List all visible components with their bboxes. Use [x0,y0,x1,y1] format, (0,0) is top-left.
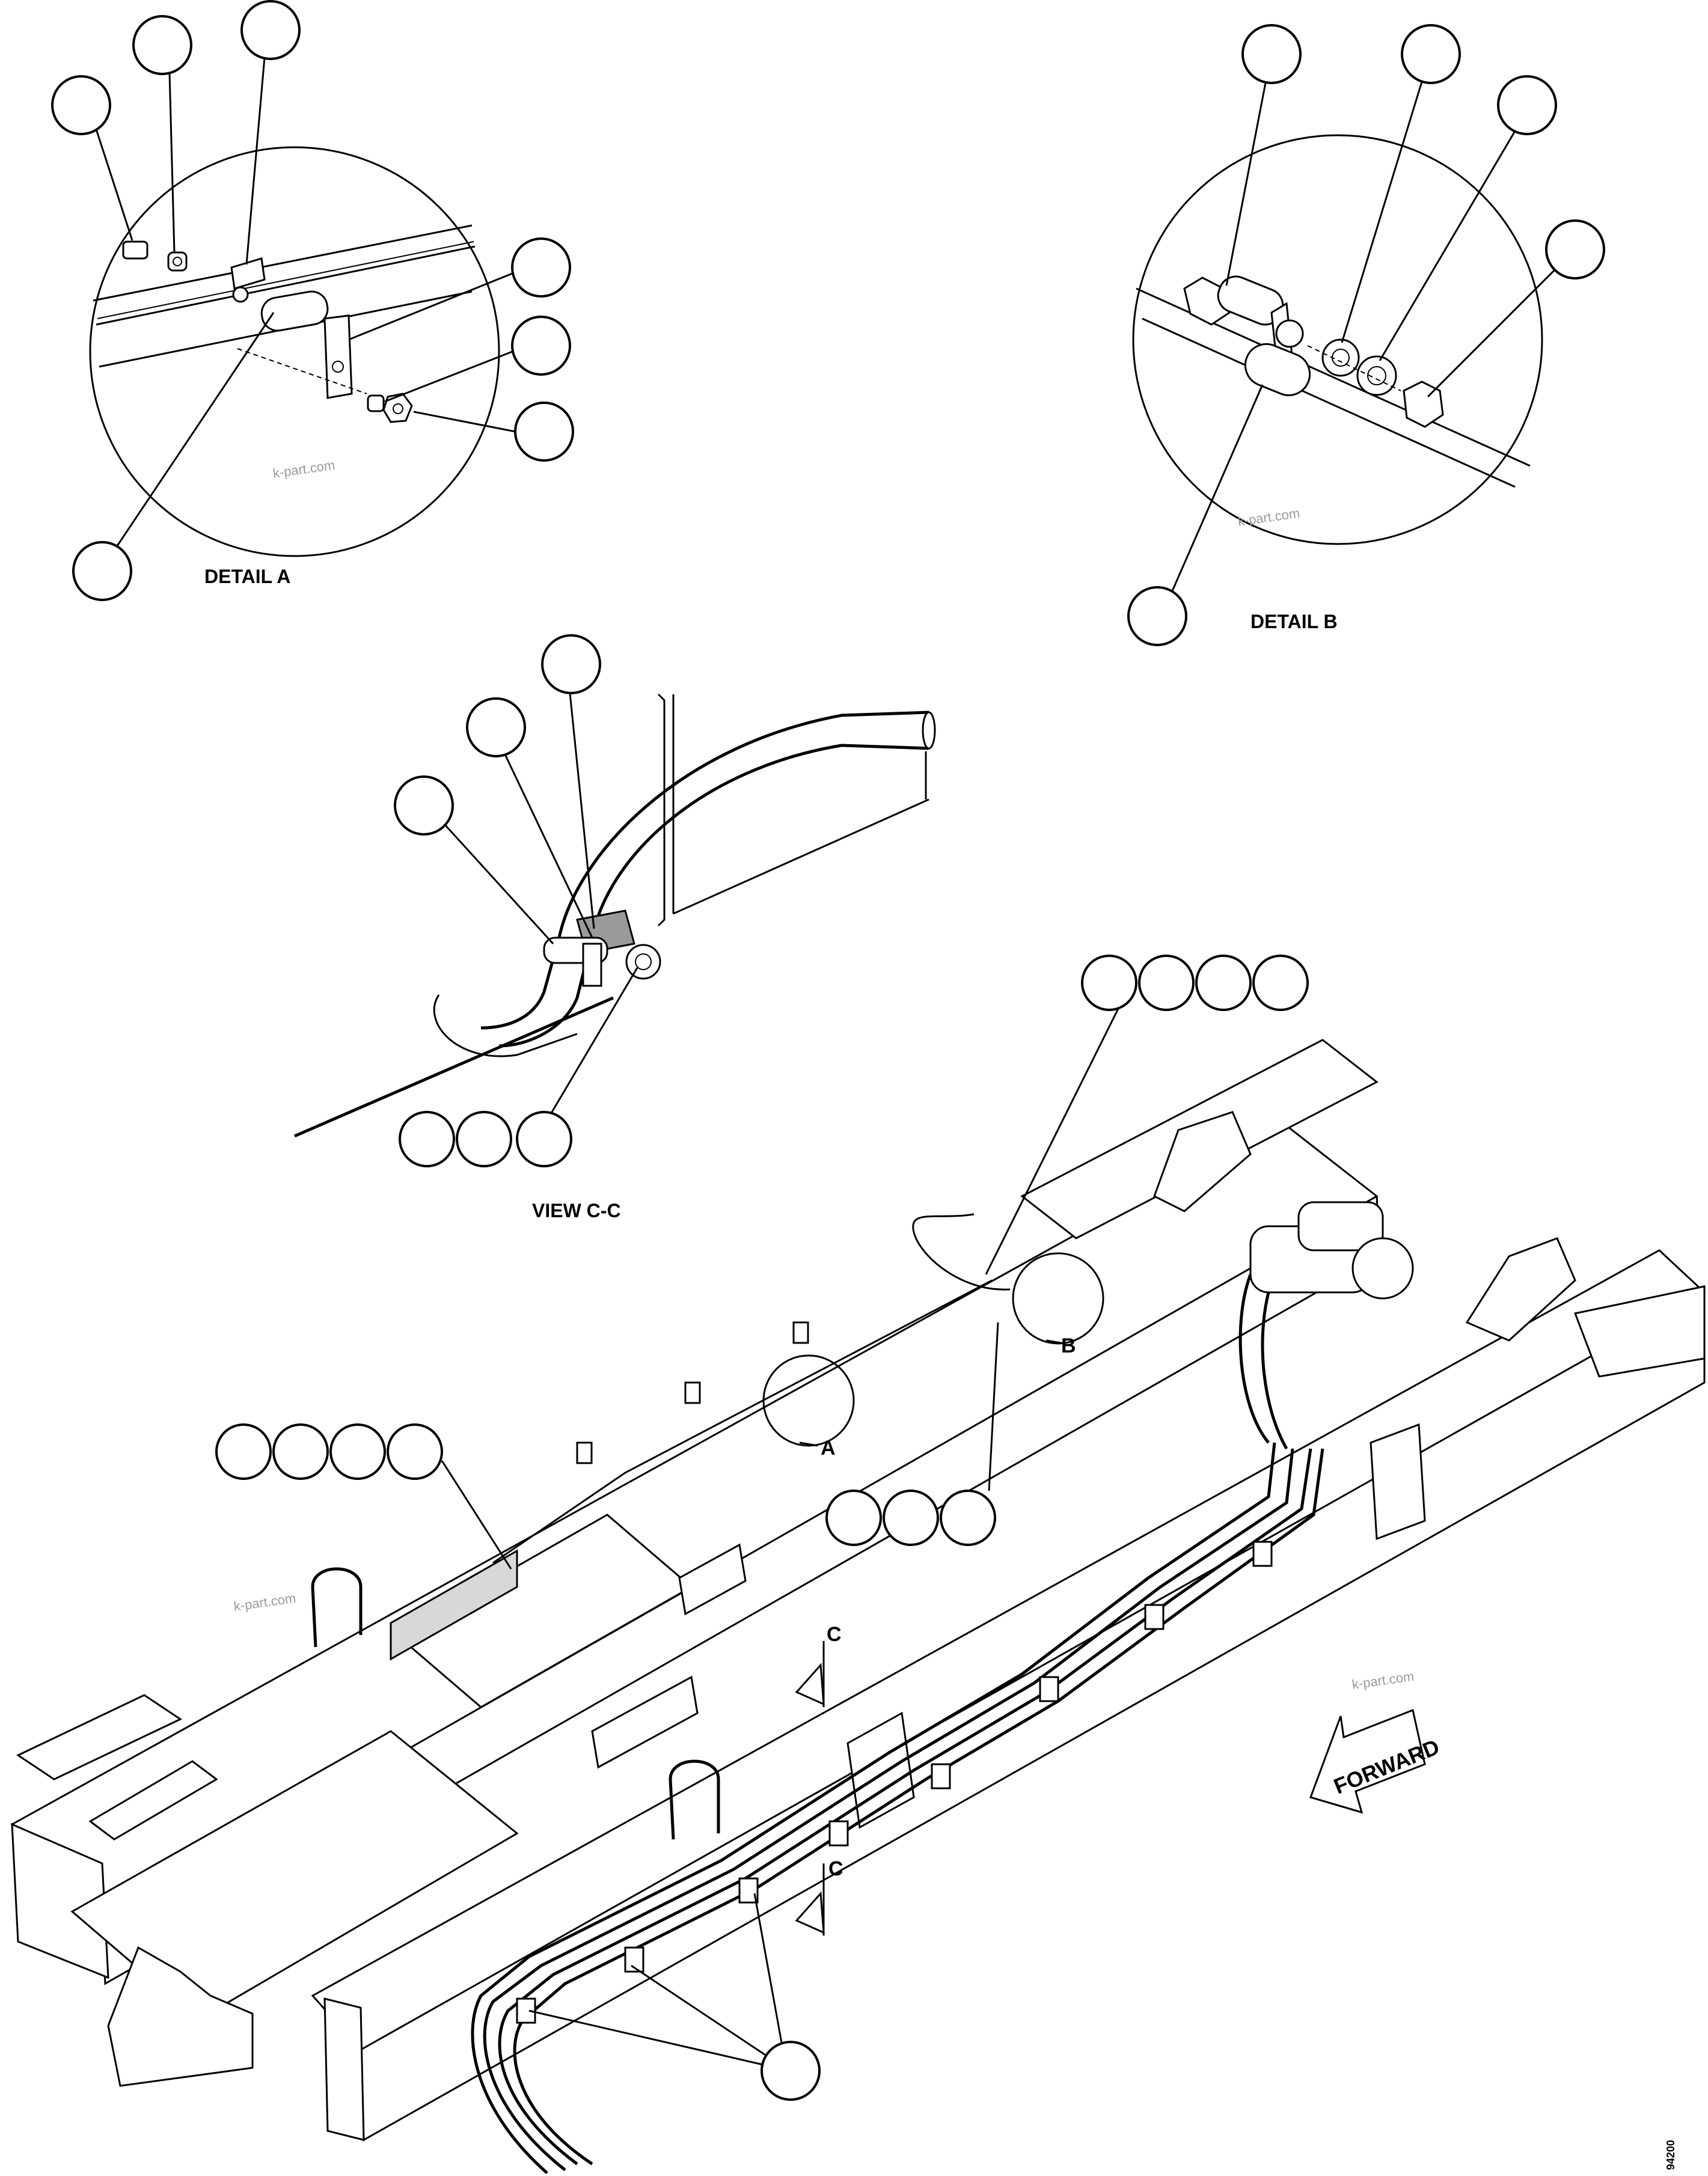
balloon [511,237,571,298]
view-c-c: VIEW C-C [294,634,936,1221]
view-c-c-balloons [394,634,638,1167]
balloon [883,1490,939,1546]
section-cut-c: C C [795,1623,843,1936]
balloon [51,75,111,135]
balloon [399,1111,455,1167]
balloon [514,402,574,462]
callout-b: B [1012,1252,1104,1357]
detail-b-rail [1136,287,1531,488]
balloon [394,775,454,836]
forward-arrow: FORWARD [1309,1708,1443,1814]
detail-a-circle [89,146,500,557]
balloon [1401,24,1461,84]
balloon [1195,955,1252,1011]
frame-assembly: A B C C [10,955,1706,2174]
detail-b: DETAIL B k-part.com [1127,24,1605,646]
balloon [1497,75,1557,135]
balloon [516,1111,572,1167]
balloon [240,0,301,60]
balloon [387,1423,443,1480]
balloon [272,1423,329,1480]
balloon [215,1423,272,1480]
view-c-c-label: VIEW C-C [532,1200,621,1221]
watermark: k-part.com [1351,1669,1415,1692]
balloon [940,1490,996,1546]
callout-b-label: B [1061,1334,1076,1357]
section-mark-bottom: C [828,1857,843,1880]
balloon [825,1490,882,1546]
detail-b-hardware [1183,275,1444,428]
balloon [466,697,526,757]
detail-b-label: DETAIL B [1250,611,1338,632]
view-c-c-hose [480,711,936,1048]
callout-a: A [762,1354,855,1459]
balloon [1545,219,1605,280]
callout-a-label: A [821,1437,836,1459]
watermark: k-part.com [233,1591,296,1614]
section-mark-top: C [827,1623,842,1646]
watermark: k-part.com [1237,506,1300,529]
watermark: k-part.com [272,457,335,481]
main-balloons [215,955,1309,2101]
balloon [72,541,132,601]
detail-a: DETAIL A k-part.com [51,0,574,601]
balloon [1081,955,1137,1011]
cable-harness [471,1213,1324,2174]
balloon [329,1423,386,1480]
clamps [516,1321,1273,2024]
balloon [511,316,571,376]
detail-a-hardware [122,240,413,423]
starter-motor [1238,1201,1414,1450]
detail-b-balloons [1127,24,1605,646]
detail-a-balloons [51,0,574,601]
balloon [1127,586,1187,646]
detail-b-circle [1132,134,1543,545]
balloon [132,15,192,75]
balloon [456,1111,512,1167]
balloon [761,2041,821,2101]
balloon [541,634,601,694]
detail-a-label: DETAIL A [204,566,290,587]
balloon [1241,24,1302,84]
drawing-number: 94200 [1665,2140,1677,2170]
balloon [1252,955,1309,1011]
balloon [1138,955,1195,1011]
